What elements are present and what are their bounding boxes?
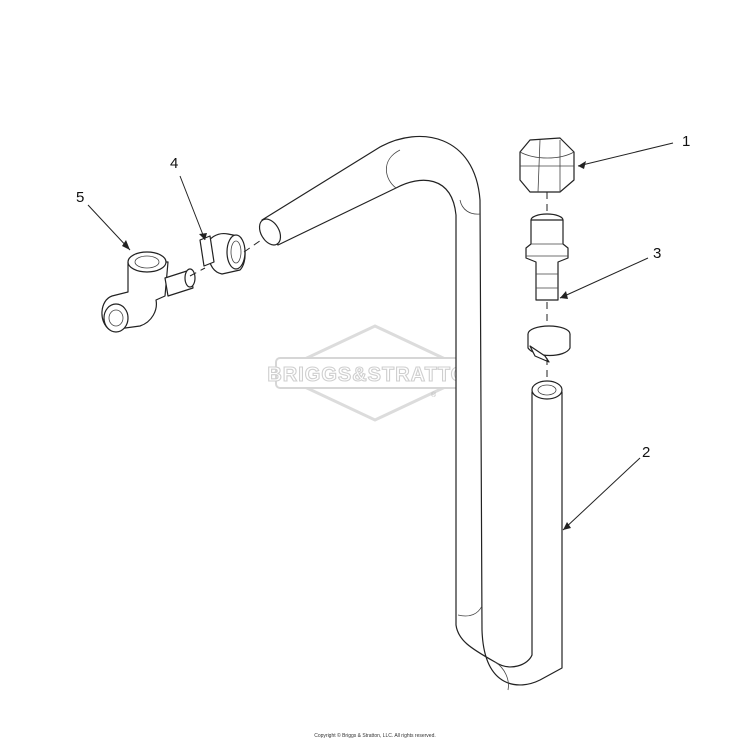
callout-4: 4 [170,155,178,172]
briggs-stratton-watermark: BRIGGS&STRATTON ® [267,324,482,422]
hose-clamp-lower [527,325,571,363]
copyright-footer: Copyright © Briggs & Stratton, LLC. All … [314,733,436,739]
barbed-fitting-part-3 [525,213,569,301]
callout-1: 1 [682,133,690,150]
callout-5: 5 [76,189,84,206]
callout-3: 3 [653,245,661,262]
assembly-dashes [189,192,548,380]
watermark-text: BRIGGS&STRATTON [267,364,482,386]
callout-2: 2 [642,444,650,461]
hose-clamp-part-4 [199,233,246,275]
hose-part-2 [258,135,563,691]
tee-fitting-part-5 [101,251,196,333]
watermark-registered-mark: ® [431,391,437,399]
leader-lines [87,142,674,531]
hex-nut-part-1 [519,137,575,193]
